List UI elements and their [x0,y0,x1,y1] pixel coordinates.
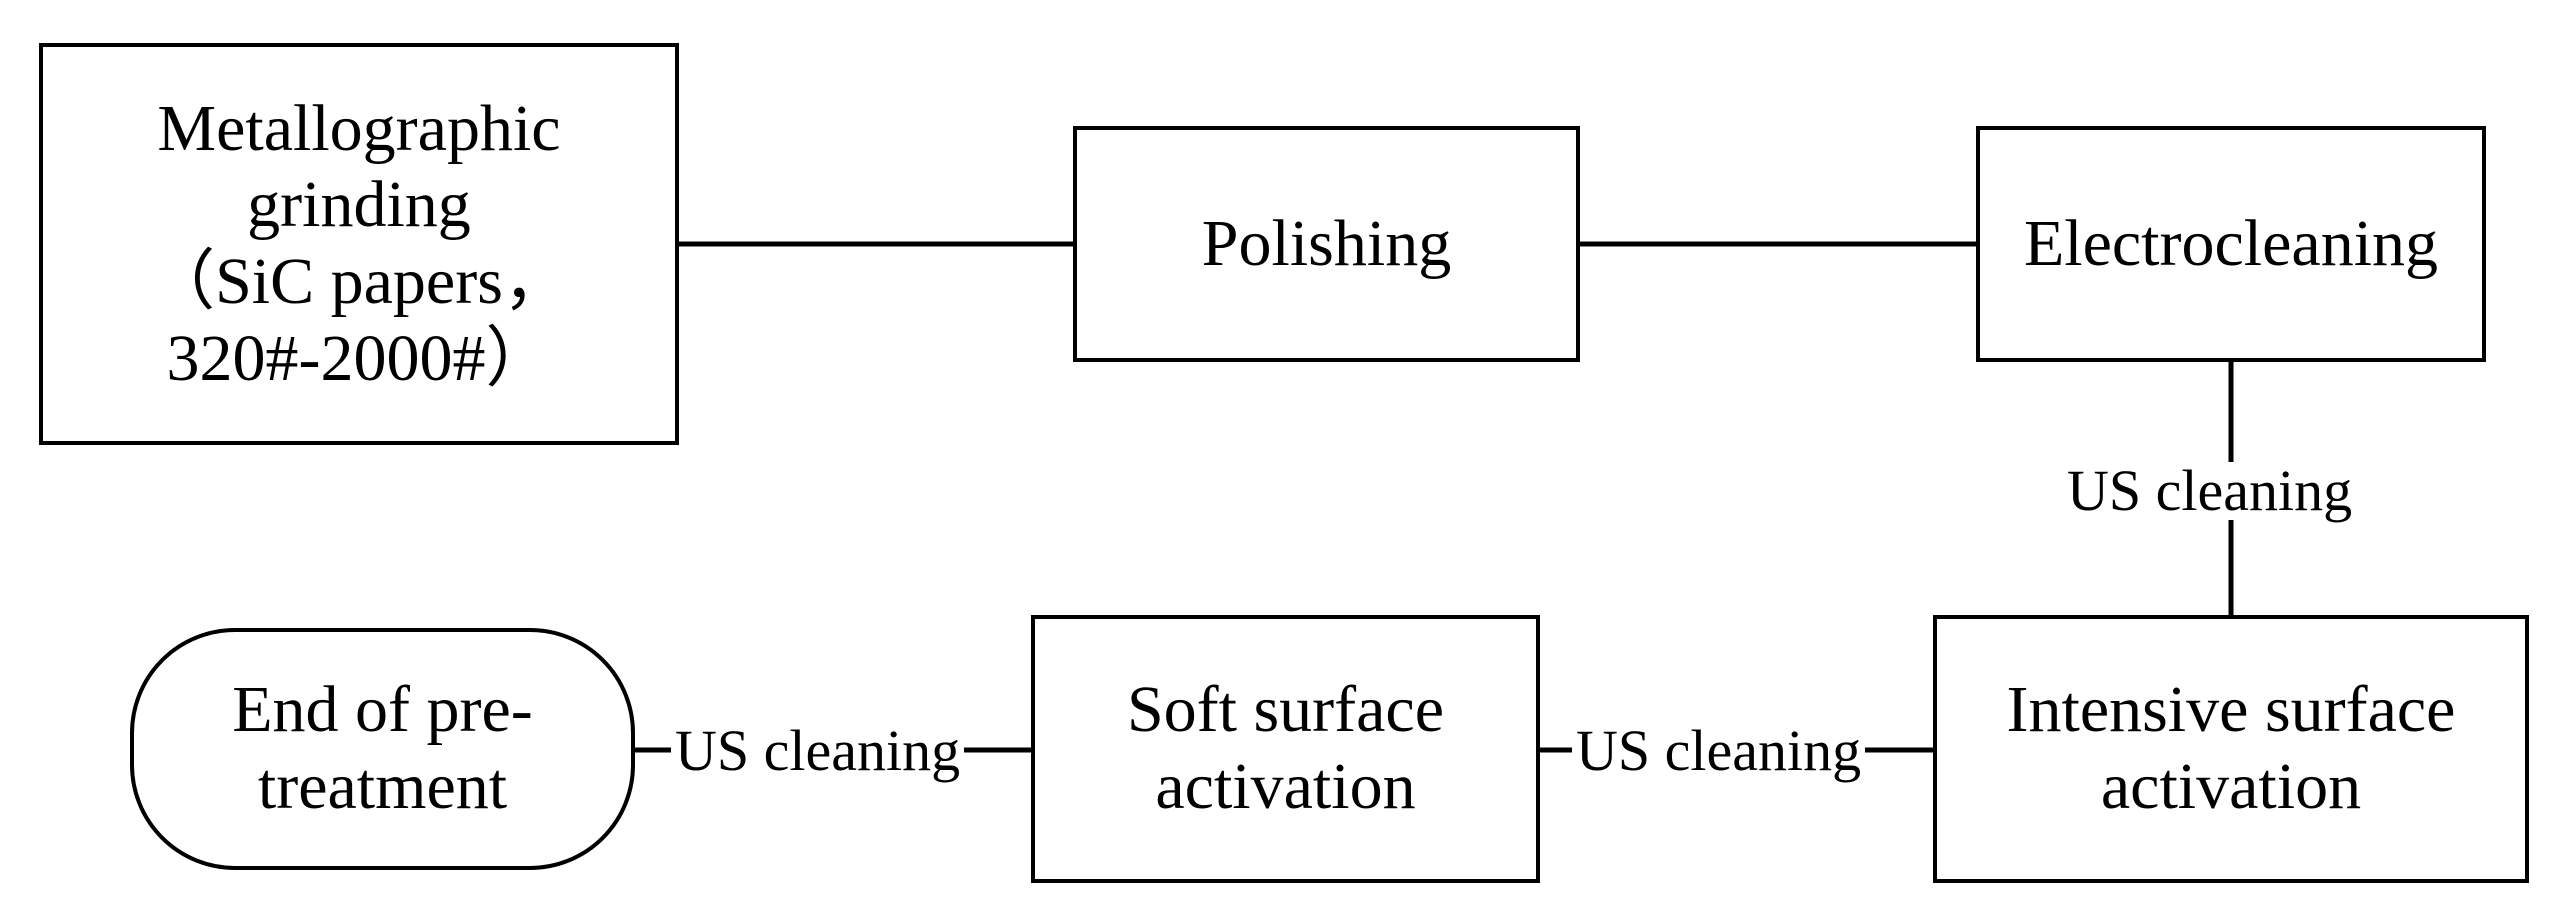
edge-label-us-cleaning-electro-intensive: US cleaning [2063,462,2357,520]
edge-label-us-cleaning-soft-end: US cleaning [671,722,965,780]
node-polishing: Polishing [1073,126,1580,362]
node-metallographic-grinding: Metallographic grinding （SiC papers， 320… [39,43,679,445]
node-end-of-pretreatment: End of pre- treatment [130,628,635,870]
edge-label-us-cleaning-intensive-soft: US cleaning [1572,722,1866,780]
node-end-of-pretreatment-text: End of pre- treatment [232,673,533,823]
node-soft-surface-activation-text: Soft surface activation [1126,673,1445,823]
node-metallographic-grinding-text: Metallographic grinding （SiC papers， 320… [149,91,569,395]
node-polishing-text: Polishing [1201,206,1452,280]
node-intensive-surface-activation-text: Intensive surface activation [2006,673,2456,823]
node-soft-surface-activation: Soft surface activation [1031,615,1540,883]
node-electrocleaning: Electrocleaning [1976,126,2486,362]
node-electrocleaning-text: Electrocleaning [2023,206,2439,280]
node-intensive-surface-activation: Intensive surface activation [1933,615,2529,883]
